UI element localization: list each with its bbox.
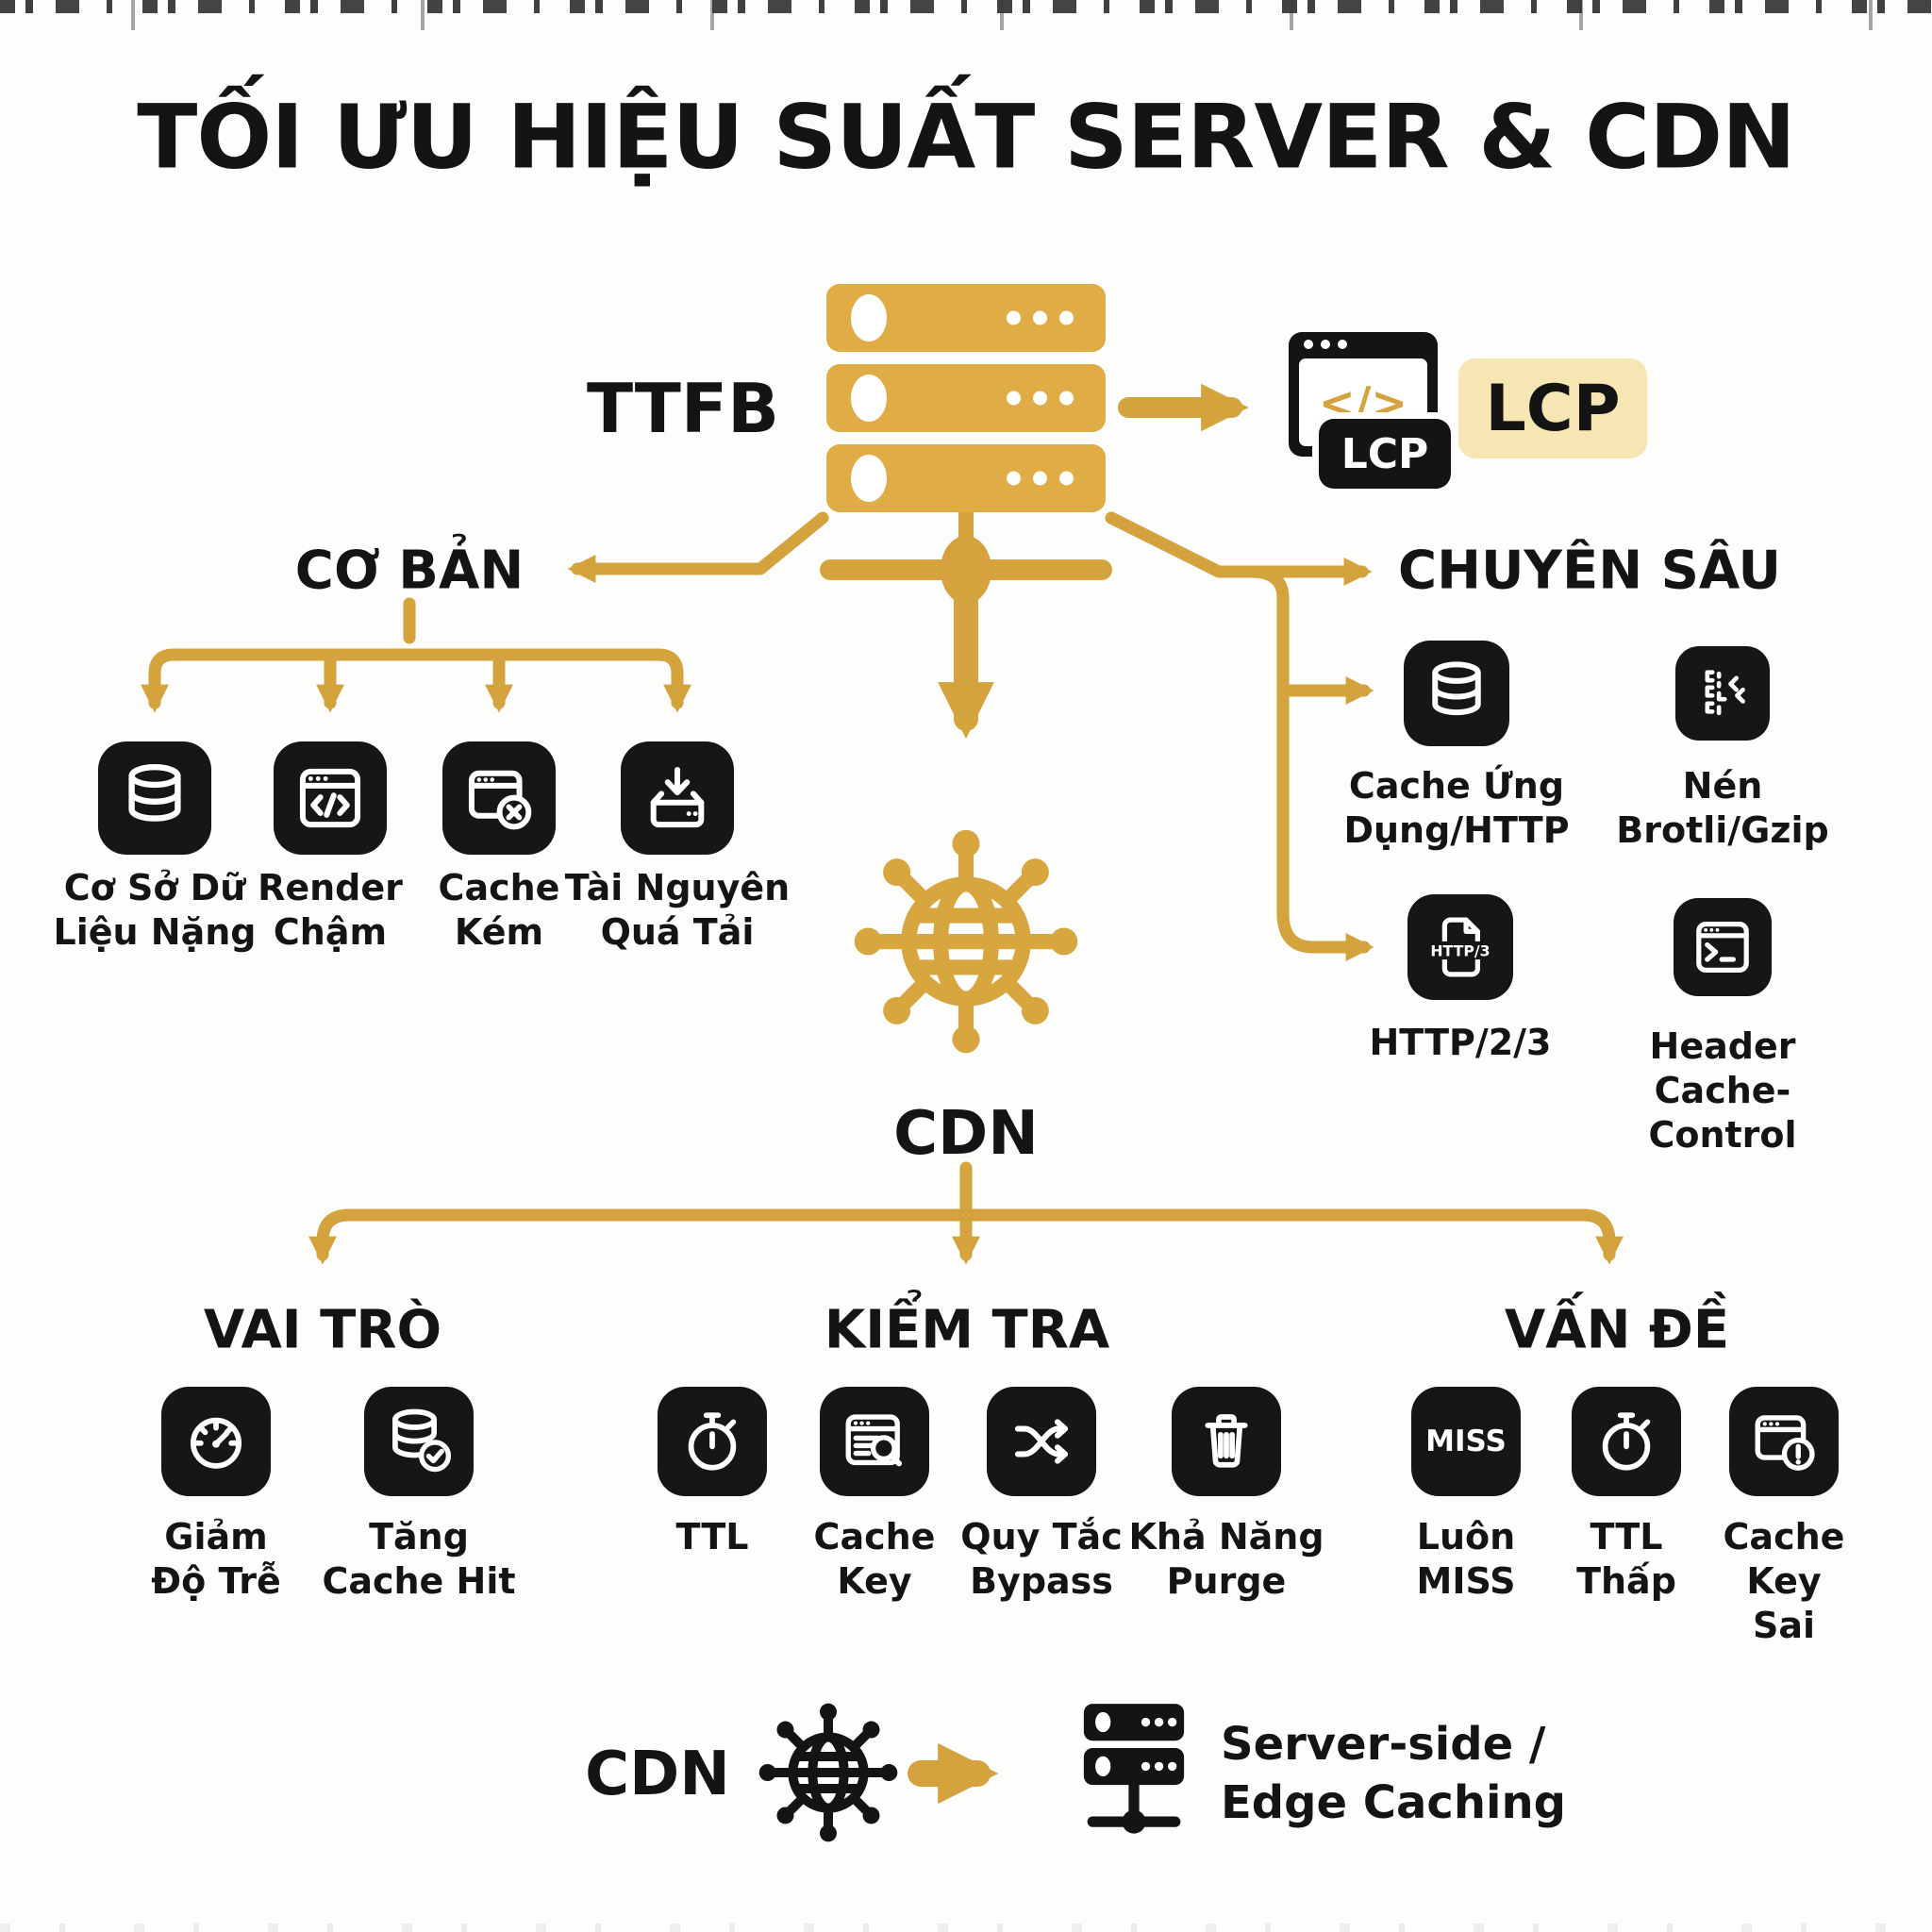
wire-server-to-coban [567, 511, 829, 583]
compression-icon [1705, 670, 1745, 716]
lcp-badge: LCP [1319, 419, 1451, 489]
shuffle-icon [1014, 1419, 1069, 1464]
basic-heading: CƠ BẢN [294, 540, 525, 602]
terminal-icon [1696, 922, 1749, 973]
check-heading: KIỂM TRA [824, 1299, 1110, 1361]
item-label: TTL [675, 1516, 749, 1557]
item-label: Luôn MISS [1416, 1516, 1516, 1602]
server-slot [851, 375, 887, 422]
overloaded-resources-tile [621, 741, 734, 855]
advanced-heading: CHUYÊN SÂU [1397, 540, 1782, 602]
item-label: Cơ Sở Dữ Liệu Nặng [53, 867, 257, 953]
cdn-label: CDN [893, 1099, 1039, 1169]
database-icon [128, 764, 181, 822]
page-alert-icon [1755, 1415, 1815, 1471]
database-icon [1432, 661, 1481, 716]
edge-caching-caption: Server-side / Edge Caching [1221, 1718, 1566, 1829]
compression-tile [1675, 646, 1770, 741]
page-title: TỐI ƯU HIỆU SUẤT SERVER & CDN [137, 86, 1796, 190]
ttl-tile [658, 1387, 767, 1496]
browser-dots-icon [1304, 340, 1347, 349]
item-label: Nén Brotli/Gzip [1616, 765, 1829, 851]
item-label: Tăng Cache Hit [322, 1516, 516, 1602]
slow-render-tile [274, 741, 387, 855]
wire-advanced-vertical [1244, 565, 1374, 961]
http3-tile: HTTP/3 [1407, 894, 1513, 1000]
server-slab [826, 364, 1106, 432]
server-leds [1007, 471, 1074, 486]
cdn-globe-icon [844, 820, 1088, 1067]
low-ttl-tile [1572, 1387, 1681, 1496]
database-check-icon [392, 1408, 452, 1473]
ttfb-label: TTFB [587, 369, 779, 448]
cache-hit-tile [364, 1387, 474, 1496]
http3-file-icon: HTTP/3 [1430, 917, 1491, 977]
item-label: Quy Tắc Bypass [960, 1516, 1123, 1602]
page-search-icon [845, 1414, 903, 1467]
lcp-highlight: LCP [1458, 358, 1647, 458]
reduce-latency-tile [161, 1387, 271, 1496]
miss-badge-icon: MISS [1425, 1424, 1507, 1458]
item-label: Cache Key Sai [1723, 1516, 1845, 1646]
code-window-icon [299, 768, 361, 828]
issues-heading: VẤN ĐỀ [1504, 1299, 1730, 1361]
poor-cache-tile [442, 741, 556, 855]
item-label: HTTP/2/3 [1369, 1022, 1552, 1063]
cropped-text-artifact-top [0, 0, 1932, 13]
wire-coban-bracket [141, 648, 691, 713]
item-label: TTL Thấp [1576, 1516, 1676, 1602]
edge-server-icon [1063, 1686, 1205, 1861]
wrong-cache-key-tile [1729, 1387, 1839, 1496]
item-label: Tài Nguyên Quá Tải [564, 867, 791, 953]
cropped-text-artifact-bottom [0, 1924, 1932, 1932]
download-overload-icon [650, 767, 705, 828]
server-slot [851, 294, 887, 341]
purge-tile [1172, 1387, 1281, 1496]
server-slab [826, 444, 1106, 512]
cache-key-tile [820, 1387, 929, 1496]
heavy-database-tile [98, 741, 211, 855]
cdn-globe-small-icon [753, 1697, 904, 1852]
item-label: Cache Key [813, 1516, 936, 1602]
item-label: Render Chậm [258, 867, 403, 953]
role-heading: VAI TRÒ [203, 1299, 442, 1361]
wire-server-to-chuyensau [1105, 511, 1373, 586]
footer-cdn-label: CDN [585, 1740, 730, 1809]
cropped-text-artifact-top-2 [0, 0, 1932, 30]
stopwatch-icon [688, 1412, 737, 1471]
server-leds [1007, 391, 1074, 406]
cache-control-header-tile [1674, 898, 1772, 996]
server-slab [826, 284, 1106, 352]
cache-error-icon [468, 770, 532, 830]
item-label: Cache Ứng Dụng/HTTP [1343, 765, 1570, 851]
http3-badge-text: HTTP/3 [1430, 941, 1490, 959]
item-label: Cache Kém [438, 867, 560, 953]
item-label: Khả Năng Purge [1128, 1516, 1324, 1602]
server-icon [826, 284, 1106, 512]
bypass-rules-tile [987, 1387, 1096, 1496]
speedometer-icon [190, 1417, 242, 1469]
server-leds [1007, 310, 1074, 325]
server-slot [851, 455, 887, 502]
network-node [941, 536, 991, 604]
always-miss-tile: MISS [1411, 1387, 1521, 1496]
item-label: Giảm Độ Trễ [151, 1516, 281, 1602]
stopwatch-icon [1602, 1412, 1651, 1471]
trash-icon [1205, 1414, 1248, 1468]
app-http-cache-tile [1404, 641, 1509, 746]
item-label: Header Cache-Control [1648, 1025, 1797, 1156]
